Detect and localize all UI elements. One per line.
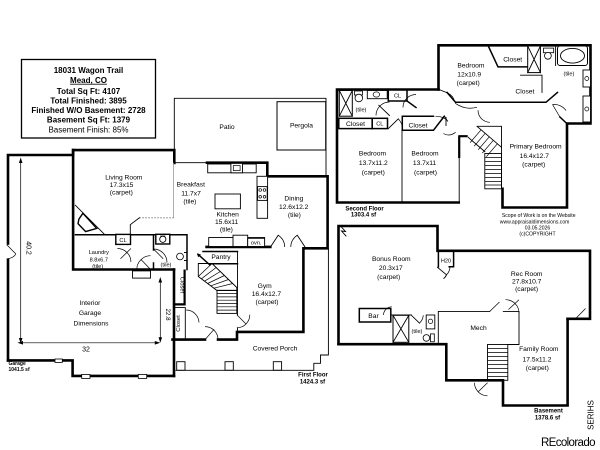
svg-text:REcolorado: REcolorado (541, 437, 596, 449)
svg-text:(tile): (tile) (412, 329, 423, 335)
svg-text:(tile): (tile) (92, 264, 103, 270)
svg-text:11.7x7: 11.7x7 (181, 190, 201, 197)
svg-text:(tile): (tile) (288, 212, 301, 219)
svg-text:Pergola: Pergola (290, 123, 313, 130)
svg-text:SERIHS: SERIHS (587, 400, 596, 430)
svg-text:(c)COPYRIGHT: (c)COPYRIGHT (519, 231, 555, 237)
svg-text:16.4x12.7: 16.4x12.7 (252, 291, 282, 298)
svg-text:(carpet): (carpet) (255, 299, 278, 306)
svg-text:(carpet): (carpet) (377, 274, 400, 281)
svg-text:1303.4 sf: 1303.4 sf (351, 213, 377, 219)
svg-text:32: 32 (82, 347, 90, 354)
svg-text:Living Room: Living Room (105, 175, 143, 182)
svg-text:H20: H20 (441, 259, 451, 265)
svg-text:12x10.9: 12x10.9 (457, 71, 481, 78)
svg-text:Scope of Work is on the Websit: Scope of Work is on the Website (502, 213, 576, 219)
svg-text:Basement Finish: 85%: Basement Finish: 85% (48, 125, 128, 134)
svg-text:8.8x6.7: 8.8x6.7 (90, 258, 108, 264)
svg-text:13.7x11: 13.7x11 (413, 160, 437, 167)
svg-text:Bar: Bar (368, 313, 379, 320)
svg-text:Primary Bedroom: Primary Bedroom (510, 143, 562, 150)
svg-text:Pantry: Pantry (211, 254, 231, 261)
svg-text:Kitchen: Kitchen (217, 211, 240, 218)
svg-text:Finished W/O Basement: 2728: Finished W/O Basement: 2728 (31, 106, 146, 115)
svg-text:Gym: Gym (258, 283, 273, 290)
svg-text:Garage: Garage (9, 361, 26, 367)
svg-text:(tile): (tile) (563, 71, 574, 77)
svg-text:Bedroom: Bedroom (359, 151, 387, 158)
svg-text:Closet: Closet (409, 123, 428, 130)
svg-text:20.3x17: 20.3x17 (379, 265, 403, 272)
svg-text:(tile): (tile) (356, 108, 367, 114)
svg-text:Garage: Garage (79, 310, 102, 317)
svg-text:CL: CL (119, 238, 126, 244)
svg-text:Closet: Closet (176, 315, 182, 332)
svg-text:Family Room: Family Room (519, 346, 559, 353)
svg-text:Closet: Closet (515, 89, 534, 96)
svg-text:Bonus Room: Bonus Room (372, 256, 411, 263)
svg-text:(tile): (tile) (161, 263, 172, 269)
svg-text:18031 Wagon Trail: 18031 Wagon Trail (54, 66, 124, 75)
svg-text:(tile): (tile) (220, 226, 233, 233)
svg-text:CL: CL (394, 94, 401, 100)
svg-text:CL: CL (376, 121, 383, 127)
svg-text:Rec Room: Rec Room (511, 271, 543, 278)
svg-text:1378.6 sf: 1378.6 sf (535, 416, 561, 422)
svg-text:ovn.: ovn. (251, 241, 262, 247)
svg-text:Closet: Closet (503, 57, 522, 64)
svg-text:Mead, CO: Mead, CO (70, 76, 107, 85)
svg-text:Laundry: Laundry (89, 250, 109, 256)
svg-text:1424.3 sf: 1424.3 sf (300, 380, 326, 386)
svg-text:(tile): (tile) (183, 199, 196, 206)
svg-text:(carpet): (carpet) (515, 286, 538, 293)
svg-text:(carpet): (carpet) (110, 190, 133, 197)
svg-text:17.3x15: 17.3x15 (110, 182, 134, 189)
svg-text:16.4x12.7: 16.4x12.7 (520, 153, 550, 160)
svg-text:03.05.2026: 03.05.2026 (525, 226, 551, 232)
svg-text:(carpet): (carpet) (362, 170, 385, 177)
svg-text:Breakfast: Breakfast (177, 182, 205, 189)
svg-text:Closet: Closet (346, 121, 365, 128)
svg-text:15.6x11: 15.6x11 (215, 219, 239, 226)
svg-text:Basement: Basement (534, 409, 563, 415)
svg-text:Mech: Mech (470, 325, 487, 332)
svg-text:Second Floor: Second Floor (345, 206, 384, 212)
svg-text:Bedroom: Bedroom (411, 151, 439, 158)
svg-text:Interior: Interior (80, 300, 102, 307)
svg-text:Total Sq Ft: 4107: Total Sq Ft: 4107 (57, 87, 121, 96)
svg-text:13.7x11.2: 13.7x11.2 (359, 160, 388, 167)
svg-text:(carpet): (carpet) (457, 80, 480, 87)
svg-text:First Floor: First Floor (298, 373, 328, 379)
svg-text:(carpet): (carpet) (414, 170, 437, 177)
svg-text:1041.5 sf: 1041.5 sf (9, 367, 30, 373)
svg-text:Patio: Patio (219, 124, 235, 131)
svg-text:22.8: 22.8 (164, 308, 171, 321)
svg-text:27.8x10.7: 27.8x10.7 (512, 279, 542, 286)
svg-text:Dimensions: Dimensions (74, 321, 110, 328)
svg-text:Covered Porch: Covered Porch (253, 346, 298, 353)
svg-text:(carpet): (carpet) (522, 162, 545, 169)
svg-text:Dining: Dining (284, 195, 303, 202)
svg-text:Total Finished: 3895: Total Finished: 3895 (50, 96, 127, 105)
svg-text:Basement Sq Ft: 1379: Basement Sq Ft: 1379 (47, 116, 131, 125)
svg-text:(carpet): (carpet) (526, 365, 549, 372)
svg-text:Closet: Closet (179, 277, 185, 294)
svg-text:Bedroom: Bedroom (457, 62, 485, 69)
svg-text:12.6x12.2: 12.6x12.2 (279, 204, 309, 211)
svg-text:40.2: 40.2 (25, 241, 32, 255)
svg-text:www.appraisaldimensions.com: www.appraisaldimensions.com (500, 220, 570, 226)
svg-text:17.5x11.2: 17.5x11.2 (523, 357, 552, 364)
